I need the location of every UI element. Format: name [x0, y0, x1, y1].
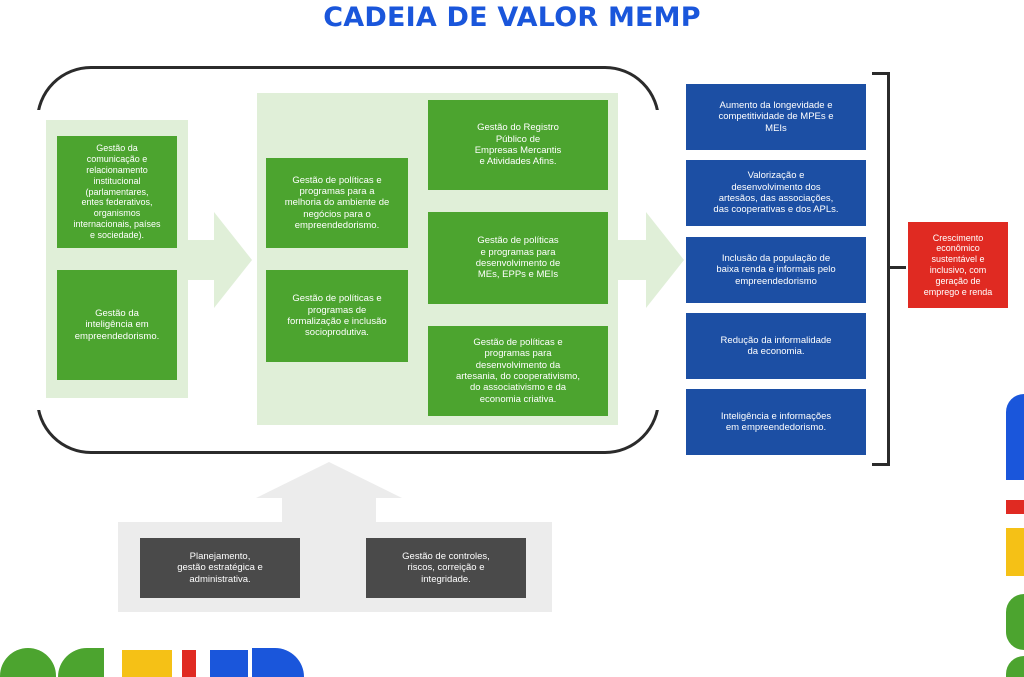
arrow-right-icon: [616, 212, 684, 308]
decorative-green-shape: [58, 648, 104, 677]
result-informality-box: Redução da informalidade da economia.: [686, 313, 866, 379]
mes-epps-meis-box: Gestão de políticas e programas para des…: [428, 212, 608, 304]
decorative-red-shape: [1006, 500, 1024, 514]
results-bracket: [872, 72, 890, 466]
frame-gap-left: [26, 110, 46, 410]
planning-management-box: Planejamento, gestão estratégica e admin…: [140, 538, 300, 598]
result-intelligence-box: Inteligência e informações em empreended…: [686, 389, 866, 455]
result-inclusion-box: Inclusão da população de baixa renda e i…: [686, 237, 866, 303]
artisanship-cooperativism-box: Gestão de políticas e programas para des…: [428, 326, 608, 416]
communication-management-box: Gestão da comunicação e relacionamento i…: [57, 136, 177, 248]
bracket-connector: [890, 266, 906, 269]
decorative-blue-shape: [252, 648, 304, 677]
public-registry-box: Gestão do Registro Público de Empresas M…: [428, 100, 608, 190]
decorative-yellow-shape: [122, 650, 172, 677]
result-artisans-box: Valorização e desenvolvimento dos artesã…: [686, 160, 866, 226]
decorative-blue-shape: [1006, 394, 1024, 454]
result-longevity-box: Aumento da longevidade e competitividade…: [686, 84, 866, 150]
decorative-green-shape: [1006, 594, 1024, 650]
outcome-growth-box: Crescimento econômico sustentável e incl…: [908, 222, 1008, 308]
decorative-yellow-shape: [1006, 528, 1024, 576]
decorative-blue-shape: [210, 650, 248, 677]
controls-integrity-box: Gestão de controles, riscos, correição e…: [366, 538, 526, 598]
arrow-up-icon: [256, 462, 402, 528]
diagram-title: CADEIA DE VALOR MEMP: [323, 2, 701, 33]
business-environment-box: Gestão de políticas e programas para a m…: [266, 158, 408, 248]
decorative-green-shape: [1006, 656, 1024, 677]
decorative-green-shape: [0, 648, 56, 677]
decorative-red-shape: [182, 650, 196, 677]
decorative-blue-shape: [1006, 454, 1024, 480]
arrow-right-icon: [186, 212, 252, 308]
intelligence-management-box: Gestão da inteligência em empreendedoris…: [57, 270, 177, 380]
formalization-inclusion-box: Gestão de políticas e programas de forma…: [266, 270, 408, 362]
